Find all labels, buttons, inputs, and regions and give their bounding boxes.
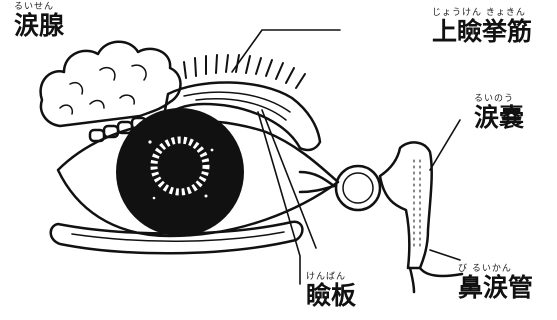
canaliculus-ring-inner [343,173,373,203]
label-lacrimal-gland-text: 涙腺 [14,12,64,40]
lacrimal-sac-shading [414,160,420,250]
label-lacrimal-sac-text: 涙嚢 [474,104,524,132]
gland-lobule-lines [60,65,146,114]
label-levator: じょうけん きょきん 上瞼挙筋 [432,8,532,46]
label-nasolacrimal-duct-text: 鼻涙管 [458,274,533,302]
label-levator-text: 上瞼挙筋 [432,18,532,46]
label-tarsal-plate-text: 瞼板 [306,282,356,310]
nasolacrimal-duct-lower [410,268,462,292]
label-lacrimal-gland: るいせん 涙腺 [14,2,64,40]
label-lacrimal-sac: るいのう 涙嚢 [474,94,524,132]
label-tarsal-plate: けんばん 瞼板 [306,272,356,310]
label-nasolacrimal-duct: び るいかん 鼻涙管 [458,264,533,302]
pupil [161,147,199,185]
lacrimal-sac-shape [380,142,432,268]
